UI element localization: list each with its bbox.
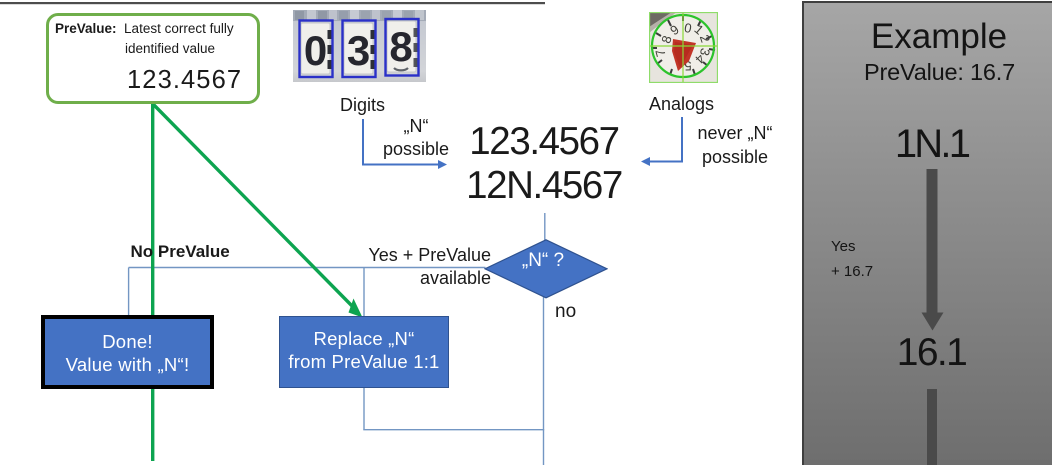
- svg-text:5: 5: [684, 58, 692, 73]
- svg-text:2: 2: [697, 33, 714, 45]
- svg-text:3: 3: [347, 27, 370, 74]
- svg-text:7: 7: [652, 48, 668, 59]
- svg-text:0: 0: [683, 20, 693, 36]
- svg-text:0: 0: [304, 27, 327, 74]
- svg-text:3: 3: [697, 47, 713, 58]
- svg-text:8: 8: [389, 23, 412, 70]
- svg-text:8: 8: [658, 34, 674, 45]
